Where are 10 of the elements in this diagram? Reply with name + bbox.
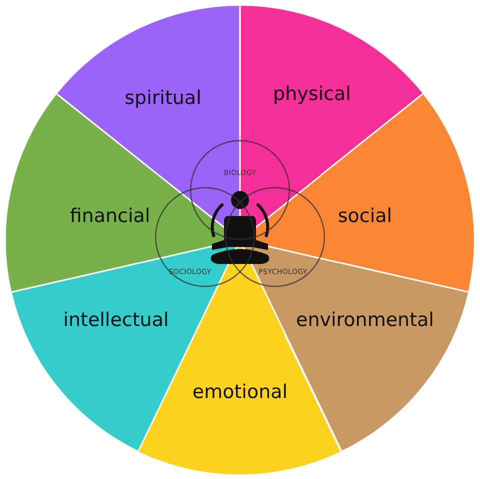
segment-label: physical: [273, 83, 351, 105]
segment-label: emotional: [192, 380, 288, 403]
overlap-circle: [155, 187, 255, 287]
segment-label: environmental: [296, 308, 434, 331]
overlap-circle: [190, 140, 290, 240]
segment-label: social: [338, 204, 392, 227]
segment-label: financial: [70, 204, 150, 227]
segment-label: spiritual: [124, 87, 202, 109]
overlap-circle: [225, 187, 325, 287]
segment-label: intellectual: [63, 308, 169, 331]
